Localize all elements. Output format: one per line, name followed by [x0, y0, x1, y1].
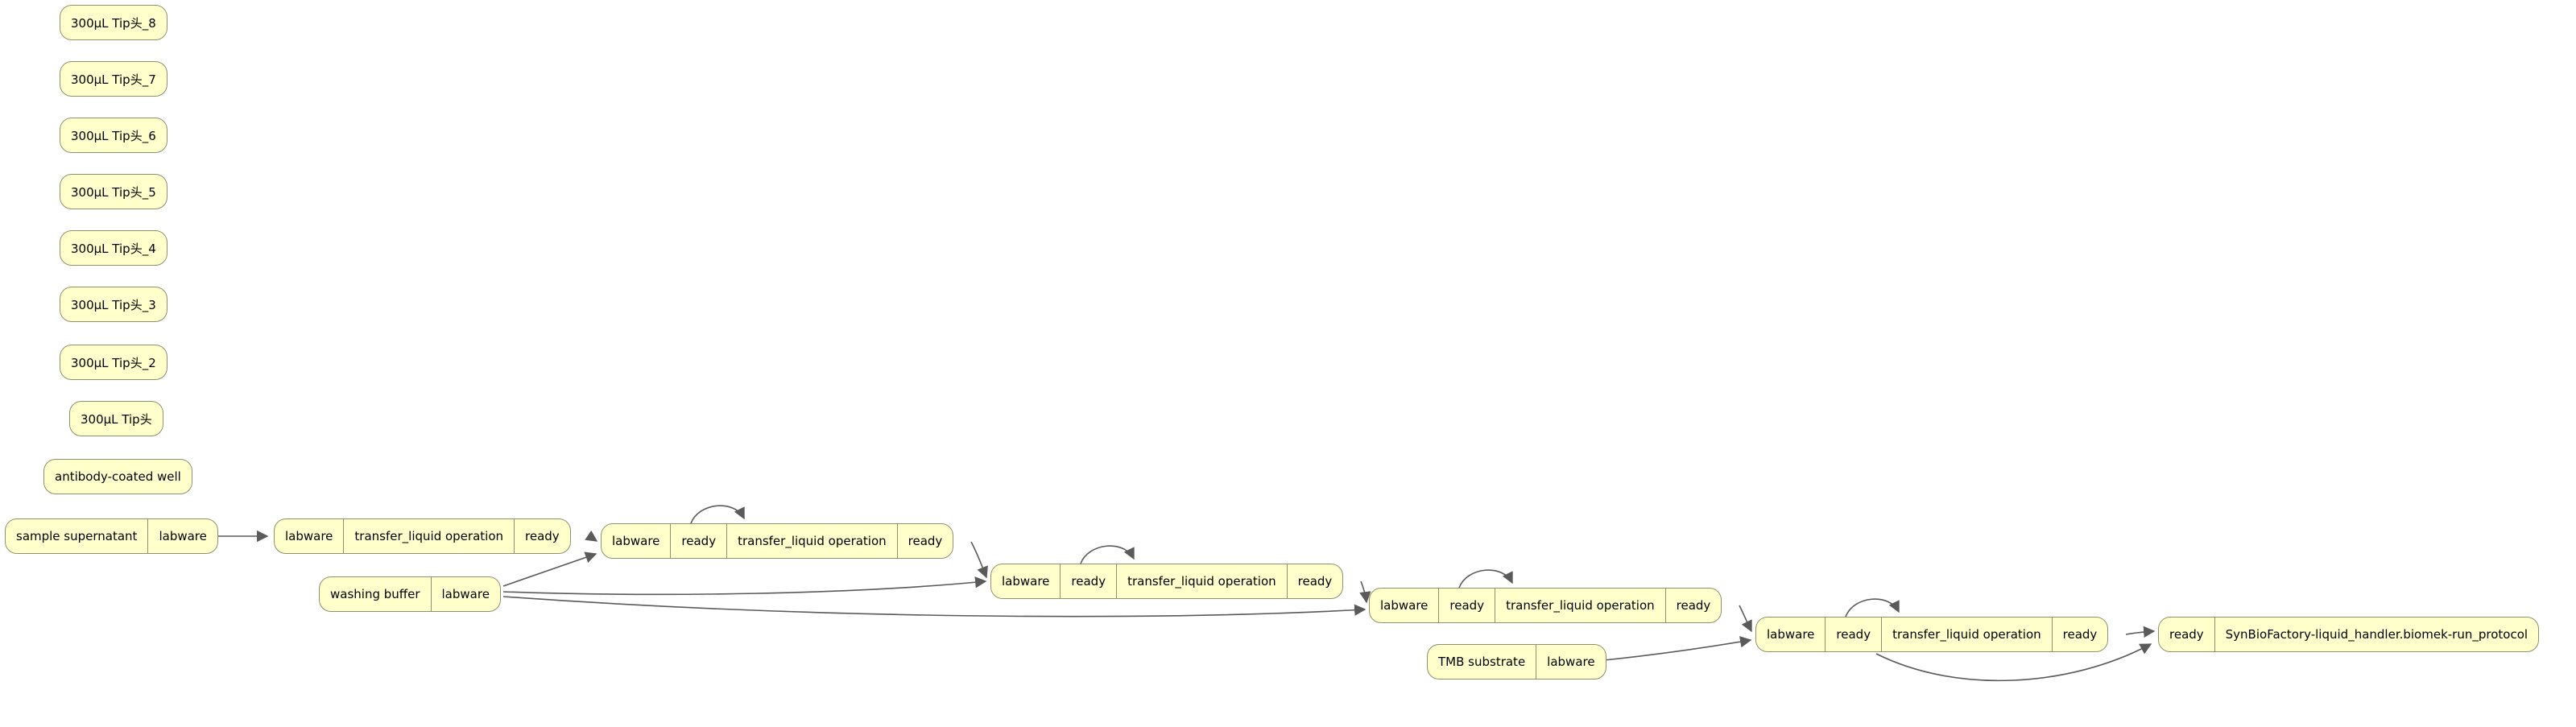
- node-transfer-4: labware ready transfer_liquid operation …: [1369, 588, 1722, 623]
- cell-operation: transfer_liquid operation: [1881, 618, 2052, 651]
- node-label: 300μL Tip头: [81, 411, 152, 427]
- node-transfer-5: labware ready transfer_liquid operation …: [1755, 617, 2109, 652]
- edge-tmb-to-transfer5: [1603, 636, 1752, 661]
- edge-transfer2-to-transfer3: [970, 541, 988, 579]
- cell-labware: labware: [1767, 627, 1815, 642]
- cell-protocol: SynBioFactory-liquid_handler.biomek-run_…: [2214, 618, 2538, 651]
- cell-labware: labware: [1536, 645, 1605, 679]
- node-tmb-substrate: TMB substrate labware: [1427, 644, 1606, 679]
- cell-operation: transfer_liquid operation: [1495, 589, 1665, 622]
- edge-transfer4-ready-to-operation: [1458, 569, 1513, 589]
- cell-ready-out: ready: [2051, 618, 2108, 651]
- edge-transfer2-ready-to-operation: [690, 505, 745, 524]
- edge-wash-to-transfer3: [502, 576, 987, 596]
- cell-ready-out: ready: [1664, 589, 1722, 622]
- edge-transfer3-ready-to-operation: [1080, 545, 1135, 564]
- node-transfer-1: labware transfer_liquid operation ready: [274, 518, 571, 554]
- node-transfer-2: labware ready transfer_liquid operation …: [601, 523, 954, 559]
- node-300ul-tip-5: 300μL Tip头_5: [60, 174, 167, 209]
- node-transfer-3: labware ready transfer_liquid operation …: [990, 564, 1344, 599]
- cell-washing-buffer: washing buffer: [330, 587, 420, 601]
- cell-ready-in: ready: [1060, 564, 1116, 598]
- node-label: 300μL Tip头_3: [71, 297, 156, 312]
- edge-wash-to-transfer2: [502, 551, 597, 587]
- edge-transfer3-to-transfer4: [1359, 580, 1371, 604]
- node-washing-buffer: washing buffer labware: [319, 576, 501, 612]
- node-label: 300μL Tip头_2: [71, 355, 156, 370]
- cell-sample-supernatant: sample supernatant: [16, 529, 138, 543]
- node-antibody-coated-well: antibody-coated well: [43, 459, 192, 494]
- cell-labware: labware: [612, 534, 660, 548]
- node-label: 300μL Tip头_6: [71, 128, 156, 143]
- cell-operation: transfer_liquid operation: [1116, 564, 1287, 598]
- node-sample-supernatant: sample supernatant labware: [5, 518, 218, 554]
- node-label: 300μL Tip头_8: [71, 15, 156, 31]
- cell-ready-in: ready: [2169, 627, 2204, 642]
- node-300ul-tip-7: 300μL Tip头_7: [60, 61, 167, 97]
- node-300ul-tip-3: 300μL Tip头_3: [60, 287, 167, 322]
- edge-transfer1-to-transfer2: [585, 530, 598, 542]
- node-run-protocol: ready SynBioFactory-liquid_handler.biome…: [2158, 617, 2540, 652]
- cell-tmb-substrate: TMB substrate: [1438, 655, 1526, 669]
- node-label: 300μL Tip头_4: [71, 241, 156, 256]
- cell-operation: transfer_liquid operation: [343, 519, 514, 553]
- cell-labware: labware: [147, 519, 217, 553]
- cell-ready-in: ready: [1825, 618, 1881, 651]
- cell-labware: labware: [285, 529, 333, 543]
- cell-ready-out: ready: [896, 524, 953, 558]
- cell-ready-in: ready: [1438, 589, 1495, 622]
- cell-ready-out: ready: [514, 519, 570, 553]
- node-label: 300μL Tip头_5: [71, 184, 156, 200]
- cell-labware: labware: [1002, 574, 1050, 589]
- node-300ul-tip-8: 300μL Tip头_8: [60, 5, 167, 40]
- edge-wash-to-transfer4: [502, 596, 1367, 618]
- cell-labware: labware: [1380, 598, 1429, 613]
- cell-ready-in: ready: [670, 524, 726, 558]
- cell-ready-out: ready: [1286, 564, 1343, 598]
- node-label: 300μL Tip头_7: [71, 72, 156, 87]
- node-300ul-tip-6: 300μL Tip头_6: [60, 118, 167, 153]
- edge-transfer4-to-transfer5: [1739, 605, 1752, 633]
- cell-labware: labware: [430, 577, 500, 611]
- node-300ul-tip-2: 300μL Tip头_2: [60, 345, 167, 380]
- edge-transfer5-to-protocol: [2125, 626, 2156, 638]
- edge-transfer5-ready-to-operation: [1845, 598, 1900, 618]
- node-300ul-tip: 300μL Tip头: [69, 401, 163, 436]
- node-label: antibody-coated well: [55, 469, 181, 484]
- node-300ul-tip-4: 300μL Tip头_4: [60, 230, 167, 266]
- cell-operation: transfer_liquid operation: [726, 524, 897, 558]
